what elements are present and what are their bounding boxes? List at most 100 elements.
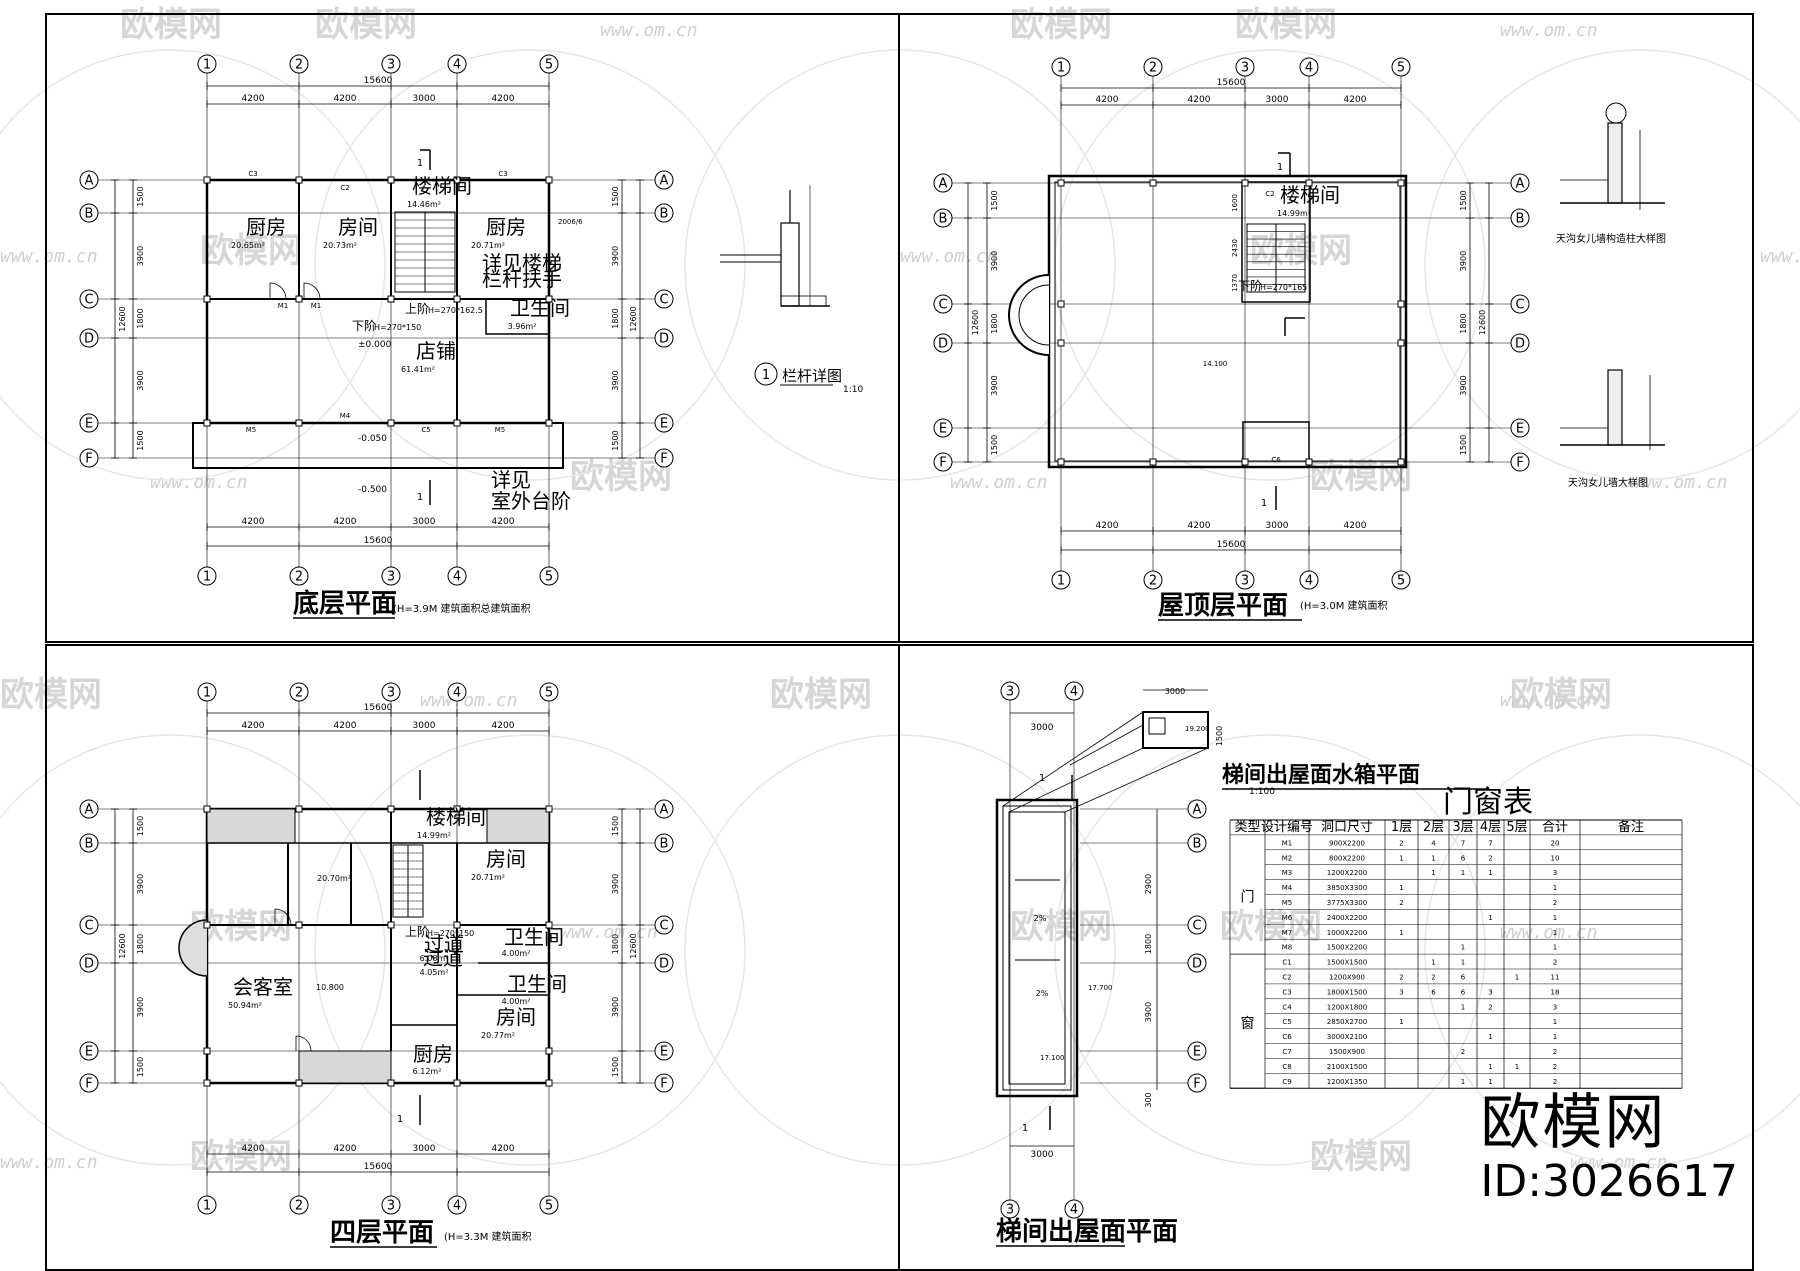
watermark-stamp: 欧模网	[315, 5, 417, 45]
table-cell: 1000X2200	[1327, 929, 1367, 937]
axis-bubble-col	[1000, 1199, 1020, 1219]
dimension-total-text: 12600	[629, 306, 638, 331]
axis-label: 3	[1241, 574, 1249, 589]
door-tag: M5	[246, 426, 257, 434]
dimension-text: 1500	[136, 816, 145, 836]
table-cell: 2	[1399, 974, 1403, 982]
structural-column	[545, 921, 553, 929]
dimension-text: 4200	[492, 517, 515, 527]
axis-label: 5	[545, 570, 553, 585]
watermark-url-text: www.om.cn	[150, 472, 248, 493]
dimension-text: 2900	[1144, 874, 1153, 894]
structural-column	[203, 419, 211, 427]
structural-column	[1057, 179, 1065, 187]
dimension-text: 4200	[492, 721, 515, 731]
structural-column	[1241, 458, 1249, 466]
axis-bubble-col	[197, 566, 217, 586]
note-stair-spec: H=270*150	[427, 929, 474, 938]
round-bay-window	[178, 919, 208, 977]
axis-bubble-col	[447, 566, 467, 586]
watermark-stamp: 欧模网	[1235, 5, 1337, 45]
axis-bubble-col	[381, 682, 401, 702]
axis-bubble-row	[654, 1041, 674, 1061]
room-area-label: 20.71m²	[471, 873, 505, 882]
tank-plan-scale: 1:100	[1249, 787, 1275, 797]
axis-label: 5	[1397, 61, 1405, 76]
tank-plan-title: 梯间出屋面水箱平面	[1222, 762, 1420, 788]
plan-subtitle: (H=3.0M 建筑面积	[1300, 599, 1388, 612]
axis-label: 3	[1006, 685, 1014, 700]
note-stair-down: 下阶	[352, 319, 376, 333]
axis-label: 2	[1149, 61, 1157, 76]
structural-column	[387, 805, 395, 813]
room-area-label: 14.99m²	[417, 831, 451, 840]
axis-bubble-row	[654, 953, 674, 973]
structural-column	[1149, 179, 1157, 187]
table-header-cell: 设计编号	[1261, 820, 1313, 835]
structural-column	[1397, 300, 1405, 308]
table-cell: 3	[1399, 988, 1403, 996]
axis-bubble-row	[1187, 915, 1207, 935]
watermark-brand-text: 欧模网	[0, 675, 102, 715]
room-area-label: 14.99m²	[1277, 209, 1311, 218]
axis-bubble-row	[654, 915, 674, 935]
stair-room-mid	[1002, 805, 1072, 1091]
dimension-text: 1600	[1231, 194, 1239, 212]
axis-label: 1	[203, 686, 211, 701]
axis-label: 4	[453, 1199, 461, 1214]
watermark-url-text: www.om.cn	[600, 20, 698, 41]
table-cell: C3	[1282, 988, 1291, 996]
axis-bubble-row	[1510, 418, 1530, 438]
table-cell: 1200X1350	[1327, 1078, 1367, 1086]
axis-label: B	[85, 207, 94, 222]
axis-bubble-col	[539, 54, 559, 74]
watermark-url-text: www.om.cn	[1570, 1152, 1668, 1173]
window-tag: C3	[248, 170, 257, 178]
axis-label: C	[938, 298, 947, 313]
watermark-stamp: 欧模网	[570, 457, 672, 497]
axis-label: 4	[453, 570, 461, 585]
room-name-label: 卫生间	[504, 925, 564, 949]
window-tag: C3	[498, 170, 507, 178]
room-area-label: 4.05m²	[420, 968, 449, 977]
window-tag: C2	[1265, 190, 1274, 198]
dimension-text: 4200	[1096, 521, 1119, 531]
projection-line	[1064, 747, 1209, 813]
table-cell: M1	[1282, 839, 1293, 847]
room-name-label: 房间	[486, 847, 526, 871]
axis-label: 3	[387, 1199, 395, 1214]
axis-bubble-row	[1187, 1041, 1207, 1061]
projection-line	[1069, 724, 1144, 766]
door-tag: M1	[311, 302, 322, 310]
section-number: 1	[1039, 773, 1045, 784]
dimension-total-text: 12600	[971, 310, 980, 335]
structural-column	[387, 176, 395, 184]
axis-bubble-row	[933, 452, 953, 472]
axis-bubble-row	[654, 328, 674, 348]
table-cell: 1	[1553, 944, 1557, 952]
table-cell: 3	[1553, 869, 1557, 877]
table-header-cell: 合计	[1542, 820, 1568, 835]
watermark-seal-circle	[314, 734, 746, 1166]
table-cell: C4	[1282, 1003, 1292, 1011]
dimension-total-text: 15600	[1217, 78, 1246, 88]
structural-column	[1241, 179, 1249, 187]
axis-label: A	[660, 174, 669, 189]
axis-bubble-col	[381, 566, 401, 586]
parapet-detail-1: 天沟女儿墙构造柱大样图	[1556, 102, 1666, 245]
dimension-text: 4200	[1344, 521, 1367, 531]
dimension-text: 1800	[611, 934, 620, 954]
axis-bubble-row	[654, 1073, 674, 1093]
watermark-stamp: 欧模网	[1250, 231, 1352, 271]
dimension-total-text: 15600	[364, 536, 393, 546]
axis-label: D	[659, 957, 669, 972]
axis-label: C	[659, 919, 668, 934]
balcony-hatch	[298, 1050, 392, 1084]
watermark-url-text: www.om.cn	[900, 246, 998, 267]
dimension-text: 3900	[990, 251, 999, 271]
table-cell: 6	[1431, 988, 1436, 996]
axis-label: F	[85, 1077, 92, 1092]
elevation-label: -0.500	[358, 485, 387, 495]
table-cell: C9	[1282, 1078, 1291, 1086]
